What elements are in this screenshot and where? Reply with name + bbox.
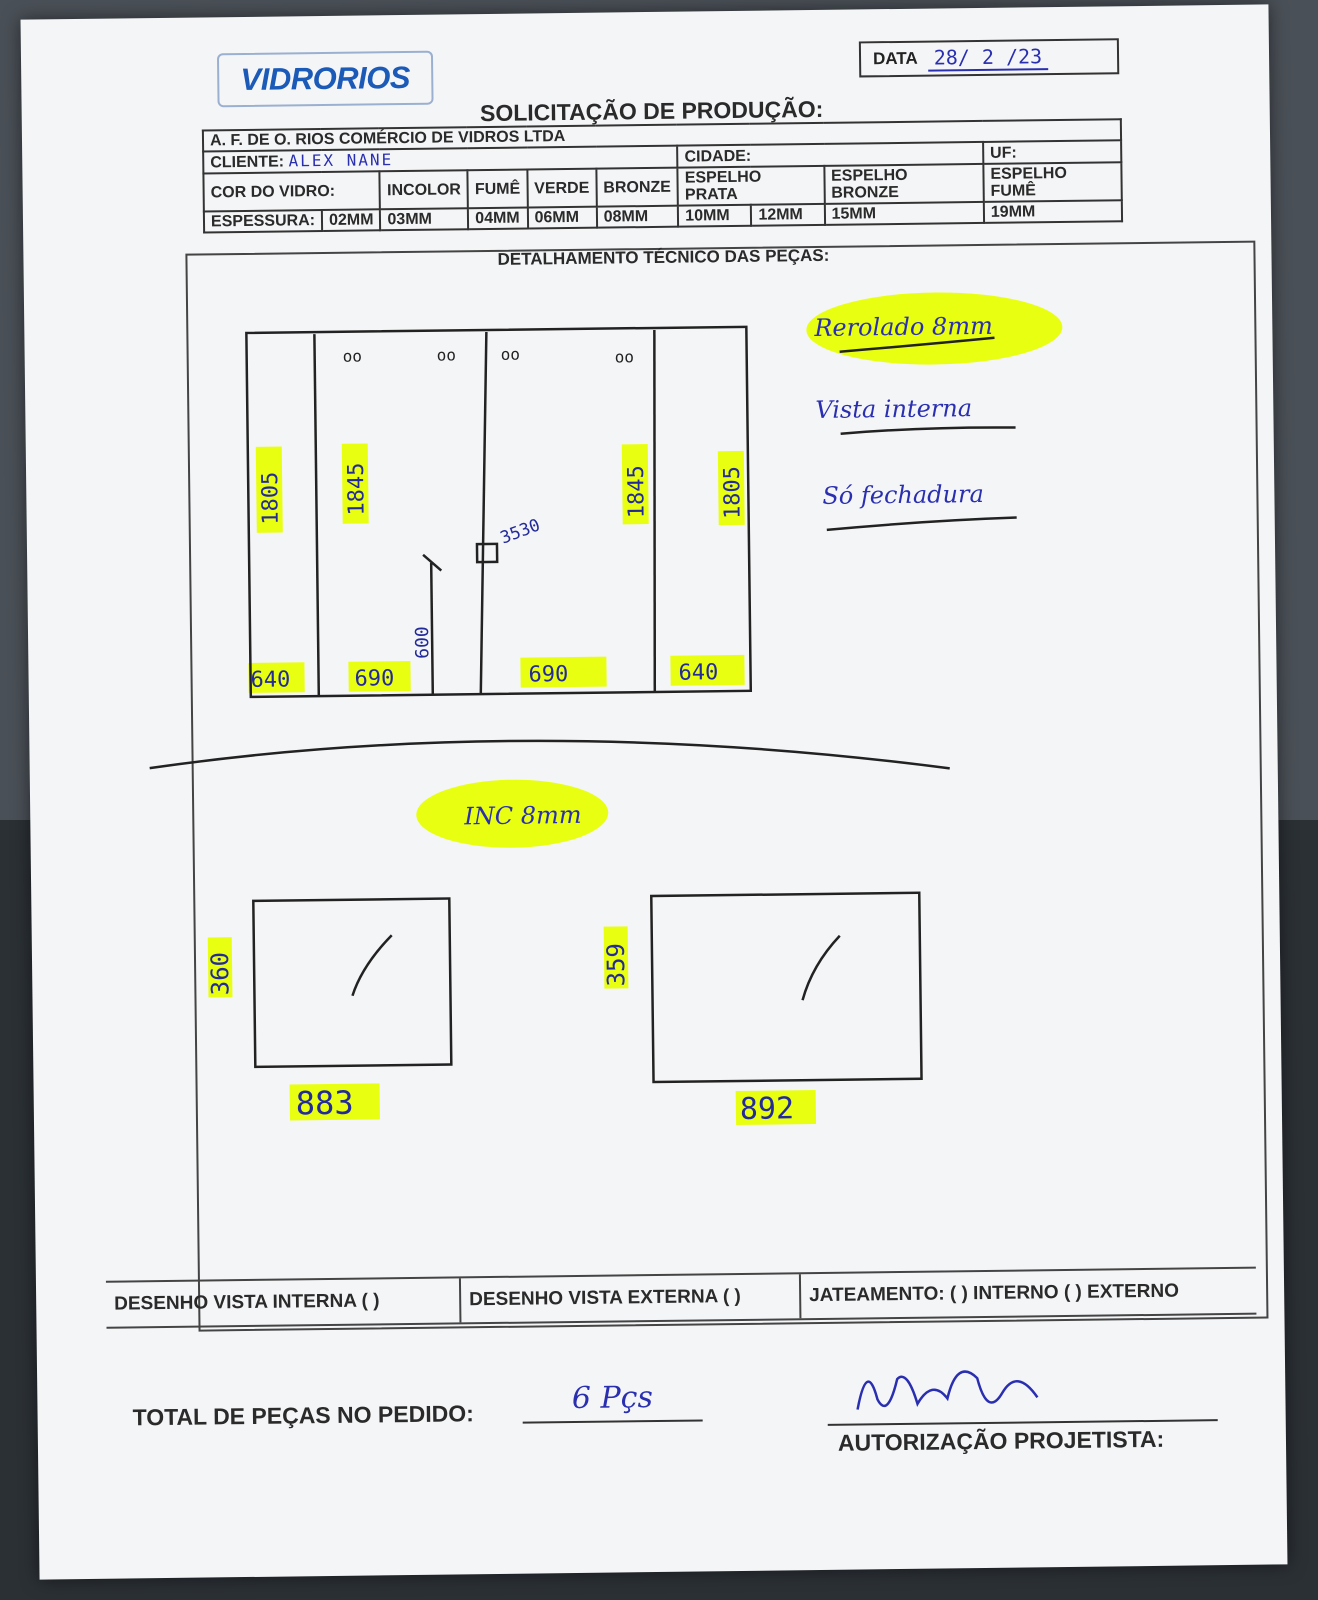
door-height-1: 1805 — [258, 472, 284, 525]
hinge-mark: oo — [343, 347, 362, 366]
door-divider — [313, 334, 321, 697]
highlight — [248, 662, 305, 693]
panel-right-stroke — [801, 934, 841, 1001]
highlight — [289, 1083, 380, 1121]
door-width-3: 690 — [528, 662, 568, 687]
lock-box — [475, 542, 499, 564]
note-vista-interna: Vista interna — [815, 394, 972, 424]
highlight — [416, 779, 609, 848]
note-fechadura: Só fechadura — [822, 480, 984, 510]
hinge-mark: oo — [615, 347, 634, 366]
hinge-mark: oo — [501, 345, 520, 364]
panel-right-outline — [650, 891, 923, 1084]
door-width-4: 640 — [678, 660, 718, 685]
glass-spec-label: INC 8mm — [463, 801, 582, 830]
highlight — [717, 450, 745, 526]
door-height-2: 1845 — [344, 462, 370, 515]
total-pieces-value: 6 Pçs — [522, 1379, 703, 1424]
handle-line — [429, 562, 435, 695]
highlight — [348, 660, 411, 692]
panel-left-width: 883 — [296, 1084, 354, 1123]
note-rerolado: Rerolado 8mm — [813, 312, 993, 342]
separator-curve — [149, 739, 950, 770]
sandblast-option: JATEAMENTO: ( ) INTERNO ( ) EXTERNO — [809, 1280, 1180, 1307]
total-pieces-label: TOTAL DE PEÇAS NO PEDIDO: — [132, 1400, 474, 1431]
panel-left-stroke — [351, 934, 393, 997]
designer-signature — [856, 1370, 1039, 1410]
highlight — [806, 292, 1063, 365]
note-underline — [840, 426, 1016, 435]
highlight — [603, 926, 629, 989]
lock-code: 3530 — [498, 515, 543, 548]
door-divider — [479, 331, 488, 695]
handle-mark — [422, 553, 443, 572]
panel-left-outline — [252, 897, 453, 1069]
external-view-option: DESENHO VISTA EXTERNA ( ) — [460, 1274, 802, 1323]
highlight — [670, 654, 745, 686]
door-height-4: 1805 — [720, 466, 746, 519]
door-width-2: 690 — [354, 666, 394, 691]
note-underline — [826, 516, 1017, 532]
door-width-1: 640 — [250, 667, 290, 692]
door-height-3: 1845 — [624, 465, 650, 518]
handle-height: 600 — [412, 626, 433, 659]
highlight — [735, 1090, 817, 1126]
highlight — [621, 444, 649, 525]
door-outline — [245, 325, 753, 699]
door-elevation — [149, 325, 1017, 1084]
highlight — [255, 446, 283, 533]
highlight — [341, 443, 369, 524]
authorization-label: AUTORIZAÇÃO PROJETISTA: — [837, 1425, 1165, 1456]
internal-view-option: DESENHO VISTA INTERNA ( ) — [105, 1278, 462, 1327]
panel-left-height: 360 — [206, 952, 235, 996]
highlight — [207, 937, 233, 998]
door-divider — [653, 329, 657, 692]
production-request-sheet: VIDRORIOS DATA 28/ 2 /23 SOLICITAÇÃO DE … — [20, 4, 1288, 1580]
panel-right-height: 359 — [602, 943, 631, 987]
note-underline — [839, 336, 995, 353]
highlight — [520, 656, 607, 688]
hand-drawing: oo oo oo oo 1805 1845 1845 1805 640 690 … — [149, 292, 1063, 1127]
hinge-marks: oo oo oo oo — [343, 345, 635, 367]
panel-right-width: 892 — [740, 1091, 795, 1127]
hinge-mark: oo — [437, 345, 456, 364]
